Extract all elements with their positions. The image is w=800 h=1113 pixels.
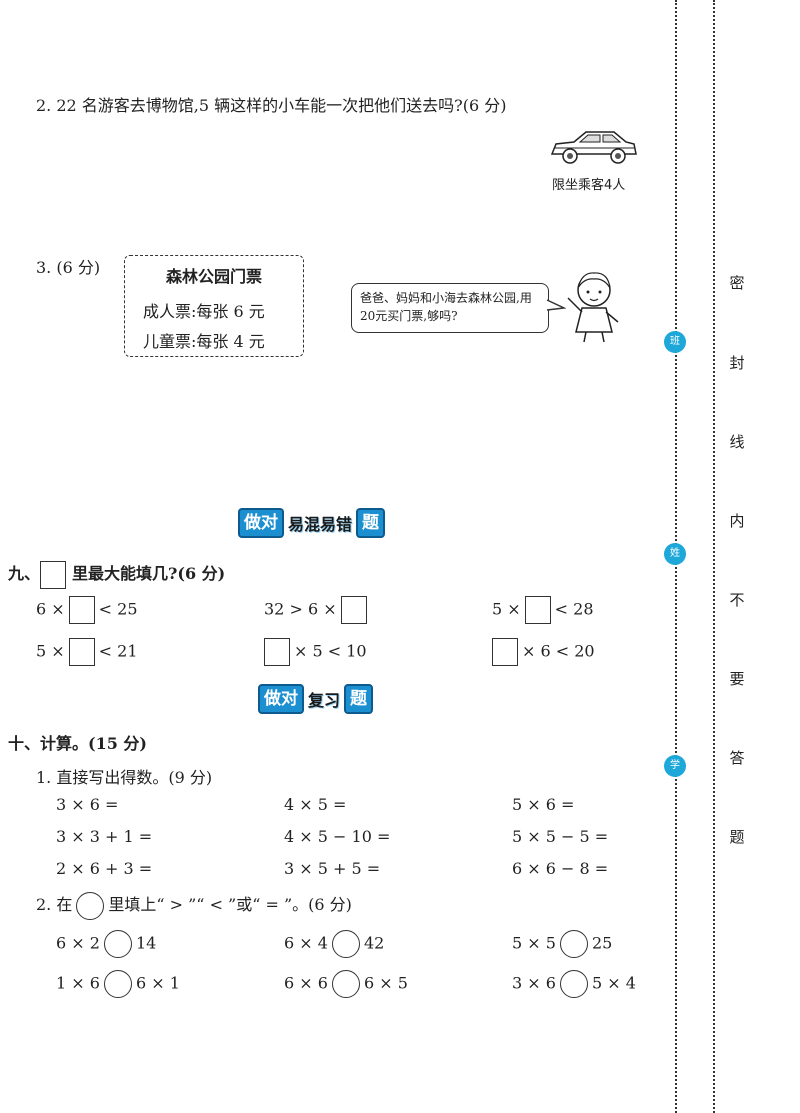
answer-circle[interactable] xyxy=(331,930,360,958)
section-10-part-2-title: 2. 在里填上“ > ”“ < ”或“ = ”。(6 分) xyxy=(36,891,352,920)
calc-item: 6 × 6 − 8 = xyxy=(512,859,609,878)
bubble-text: 爸爸、妈妈和小海去森林公园,用20元买门票,够吗? xyxy=(360,291,532,323)
ticket-child: 儿童票:每张 4 元 xyxy=(143,332,265,351)
section-9-number: 九、 xyxy=(8,564,41,583)
ticket-adult: 成人票:每张 6 元 xyxy=(143,302,265,321)
answer-circle[interactable] xyxy=(103,970,132,998)
section-10-title: 十、计算。(15 分) xyxy=(8,734,147,753)
seal-char: 封 xyxy=(729,354,745,372)
section-9-instruction: 里最大能填几?(6 分) xyxy=(72,564,226,583)
answer-box[interactable] xyxy=(340,596,367,624)
calc-item: 5 × 6 = xyxy=(512,795,575,814)
calc-item: 2 × 6 + 3 = xyxy=(56,859,153,878)
car-illustration xyxy=(550,131,637,164)
banner-review-b: 复习 xyxy=(308,691,341,710)
calc-item: 3 × 6 = xyxy=(56,795,119,814)
seal-char: 密 xyxy=(729,274,745,292)
seal-marker: 姓 xyxy=(664,543,686,565)
girl-illustration xyxy=(567,272,619,343)
answer-box[interactable] xyxy=(524,596,551,624)
calc-item: 5 × 5 − 5 = xyxy=(512,827,609,846)
question-3-label: 3. (6 分) xyxy=(36,258,101,277)
sec9-item-4: 5 ×< 21 xyxy=(36,638,138,666)
banner-tricky-a: 做对 xyxy=(238,508,284,538)
seal-char: 答 xyxy=(729,749,745,767)
sec9-item-2: 32 > 6 × xyxy=(264,596,371,624)
seal-marker: 班 xyxy=(664,331,686,353)
speech-bubble: 爸爸、妈妈和小海去森林公园,用20元买门票,够吗? xyxy=(351,283,549,333)
answer-box[interactable] xyxy=(492,638,518,666)
ticket-title: 森林公园门票 xyxy=(165,267,262,286)
answer-box[interactable] xyxy=(68,596,95,624)
answer-box[interactable] xyxy=(68,638,95,666)
calc-item: 4 × 5 − 10 = xyxy=(284,827,391,846)
answer-box[interactable] xyxy=(264,638,290,666)
sec9-item-1: 6 ×< 25 xyxy=(36,596,138,624)
section-9-title: 九、 里最大能填几?(6 分) xyxy=(8,560,225,589)
sec9-item-5: × 5 < 10 xyxy=(260,638,367,666)
calc-item: 3 × 3 + 1 = xyxy=(56,827,153,846)
blank-circle xyxy=(76,891,105,920)
answer-circle[interactable] xyxy=(331,970,360,998)
ticket-box: 森林公园门票 成人票:每张 6 元 儿童票:每张 4 元 xyxy=(124,255,304,357)
banner-review-a: 做对 xyxy=(258,684,304,714)
seal-char: 不 xyxy=(729,591,745,609)
seal-marker: 学 xyxy=(664,755,686,777)
banner-tricky-b: 易混易错 xyxy=(288,515,353,534)
sec9-item-3: 5 ×< 28 xyxy=(492,596,594,624)
banner-tricky-c: 题 xyxy=(356,508,386,538)
blank-box xyxy=(40,560,67,589)
banner-review-c: 题 xyxy=(344,684,374,714)
banner-tricky: 做对 易混易错 题 xyxy=(238,508,386,538)
answer-circle[interactable] xyxy=(559,970,588,998)
question-2: 2. 22 名游客去博物馆,5 辆这样的小车能一次把他们送去吗?(6 分) xyxy=(36,96,507,115)
calc-item: 3 × 5 + 5 = xyxy=(284,859,381,878)
seal-char: 线 xyxy=(729,433,745,451)
banner-review: 做对 复习 题 xyxy=(258,684,374,714)
calc-item: 4 × 5 = xyxy=(284,795,347,814)
seal-char: 题 xyxy=(729,828,745,846)
seal-line-right xyxy=(713,0,715,1113)
sec9-item-6: × 6 < 20 xyxy=(488,638,595,666)
answer-circle[interactable] xyxy=(559,930,588,958)
car-caption: 限坐乘客4人 xyxy=(552,178,626,193)
section-10-part-1-title: 1. 直接写出得数。(9 分) xyxy=(36,768,213,787)
seal-char: 要 xyxy=(729,670,745,688)
bubble-tail xyxy=(546,299,566,311)
seal-char: 内 xyxy=(729,512,745,530)
answer-circle[interactable] xyxy=(103,930,132,958)
